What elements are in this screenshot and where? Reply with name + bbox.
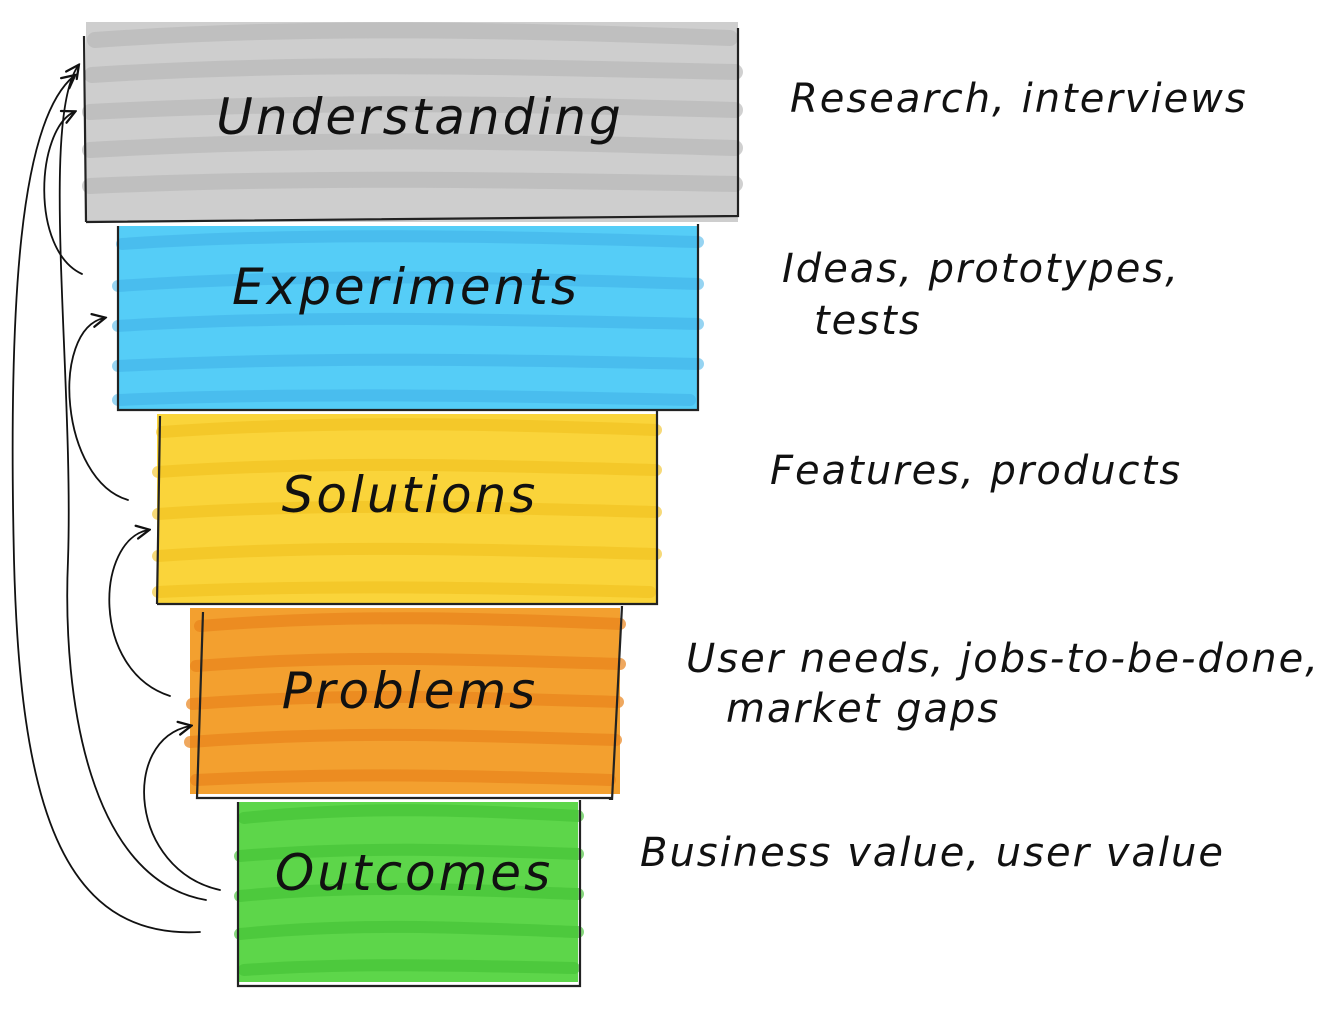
box-experiments: [116, 224, 700, 412]
scribble-fill-solutions: [152, 414, 662, 604]
label-outcomes: Outcomes: [275, 844, 553, 902]
box-problems: [195, 605, 624, 801]
label-experiments: Experiments: [232, 258, 580, 316]
level-problems: Problems: [184, 605, 626, 801]
note-outcomes: Business value, user value: [640, 830, 1225, 876]
note-experiments-line-1: Ideas, prototypes,: [782, 246, 1180, 292]
scribble-fill-outcomes: [234, 802, 584, 982]
note-problems-line-1: User needs, jobs-to-be-done,: [686, 636, 1320, 682]
arrow-problems-to-solutions: [108, 530, 171, 697]
arrow-experiments-to-understanding: [43, 112, 83, 275]
label-problems: Problems: [282, 662, 538, 720]
feedback-arrows: [11, 66, 221, 934]
level-outcomes: Outcomes: [234, 800, 584, 988]
arrow-outcomes-to-problems: [143, 726, 221, 891]
level-experiments: Experiments: [112, 224, 704, 412]
arrow-problems-to-experiments: [58, 66, 207, 901]
note-experiments-line-2: tests: [814, 298, 922, 344]
note-problems-line-2: market gaps: [726, 686, 1000, 732]
box-outcomes: [236, 800, 582, 988]
note-solutions: Features, products: [770, 448, 1182, 494]
note-problems: User needs, jobs-to-be-done, market gaps: [686, 636, 1323, 732]
box-solutions: [155, 410, 659, 606]
note-experiments: Ideas, prototypes, tests: [782, 246, 1195, 344]
scribble-fill-experiments: [112, 226, 704, 410]
arrow-outcomes-to-understanding: [11, 76, 201, 934]
level-understanding: Understanding: [82, 22, 743, 224]
note-understanding: Research, interviews: [790, 76, 1248, 122]
level-solutions: Solutions: [152, 410, 662, 606]
label-understanding: Understanding: [216, 88, 623, 146]
scribble-fill-problems: [184, 608, 626, 794]
box-understanding: [82, 28, 740, 224]
scribble-fill-understanding: [82, 22, 743, 222]
arrow-solutions-to-experiments: [68, 318, 129, 501]
label-solutions: Solutions: [282, 466, 539, 524]
